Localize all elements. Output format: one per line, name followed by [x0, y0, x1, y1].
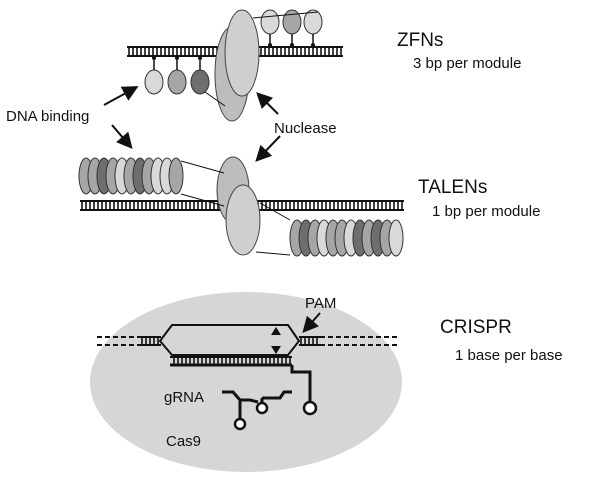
zfn-nuclease-front [224, 9, 260, 97]
grna-loop-3 [302, 400, 318, 416]
pam-label: PAM [305, 295, 336, 312]
zfn-title: ZFNs [397, 30, 443, 51]
zfn-top-connector [252, 11, 319, 19]
talen-left-connector-bottom [180, 193, 225, 207]
zinc-finger [190, 69, 210, 95]
talen-subtitle: 1 bp per module [432, 203, 540, 220]
zfn-dna [127, 46, 343, 57]
zfn-group [127, 9, 343, 122]
zinc-finger [144, 69, 164, 95]
dna-binding-arrow-up [103, 86, 139, 106]
zfn-bottom-connector [204, 91, 226, 107]
crispr-rloop [158, 324, 301, 356]
zfn-bottom-fingers [144, 56, 210, 95]
talen-left-connector-top [180, 160, 225, 174]
pairing-arrow-down-icon [271, 346, 281, 354]
talen-right-connector-top [259, 202, 291, 221]
finger-contact [175, 56, 179, 60]
tale-repeat [168, 157, 184, 195]
zinc-finger [167, 69, 187, 95]
nuclease-label: Nuclease [274, 120, 337, 137]
nuclease-arrow-up [256, 92, 279, 115]
finger-contact [268, 43, 272, 47]
finger-contact [290, 43, 294, 47]
grna-loop-2 [255, 401, 269, 415]
crispr-group: PAM gRNA Cas9 [90, 292, 402, 472]
crispr-title: CRISPR [440, 317, 512, 338]
finger-contact [198, 56, 202, 60]
tale-repeat [388, 219, 404, 257]
pairing-arrow-up-icon [271, 327, 281, 335]
talen-left-repeats [78, 157, 184, 195]
talen-right-connector-bottom [255, 251, 291, 256]
nuclease-arrow-down [255, 135, 281, 162]
zinc-finger [260, 9, 280, 35]
finger-contact [152, 56, 156, 60]
talen-dna [80, 200, 404, 211]
grna-loop-1 [233, 417, 247, 431]
finger-contact [311, 43, 315, 47]
talen-title: TALENs [418, 177, 487, 198]
zfn-top-fingers [260, 9, 323, 47]
talen-right-repeats [289, 219, 404, 257]
talen-nuclease-front [225, 184, 261, 256]
pam-arrow [302, 312, 321, 333]
cas9-label: Cas9 [166, 433, 201, 450]
dna-binding-label: DNA binding [6, 108, 89, 125]
talen-group [78, 156, 404, 257]
grna-label: gRNA [164, 389, 204, 406]
zfn-subtitle: 3 bp per module [413, 55, 521, 72]
zinc-finger [303, 9, 323, 35]
cas9-protein [90, 292, 402, 472]
crispr-dna [97, 336, 400, 364]
crispr-subtitle: 1 base per base [455, 347, 563, 364]
dna-binding-arrow-down [111, 124, 133, 150]
